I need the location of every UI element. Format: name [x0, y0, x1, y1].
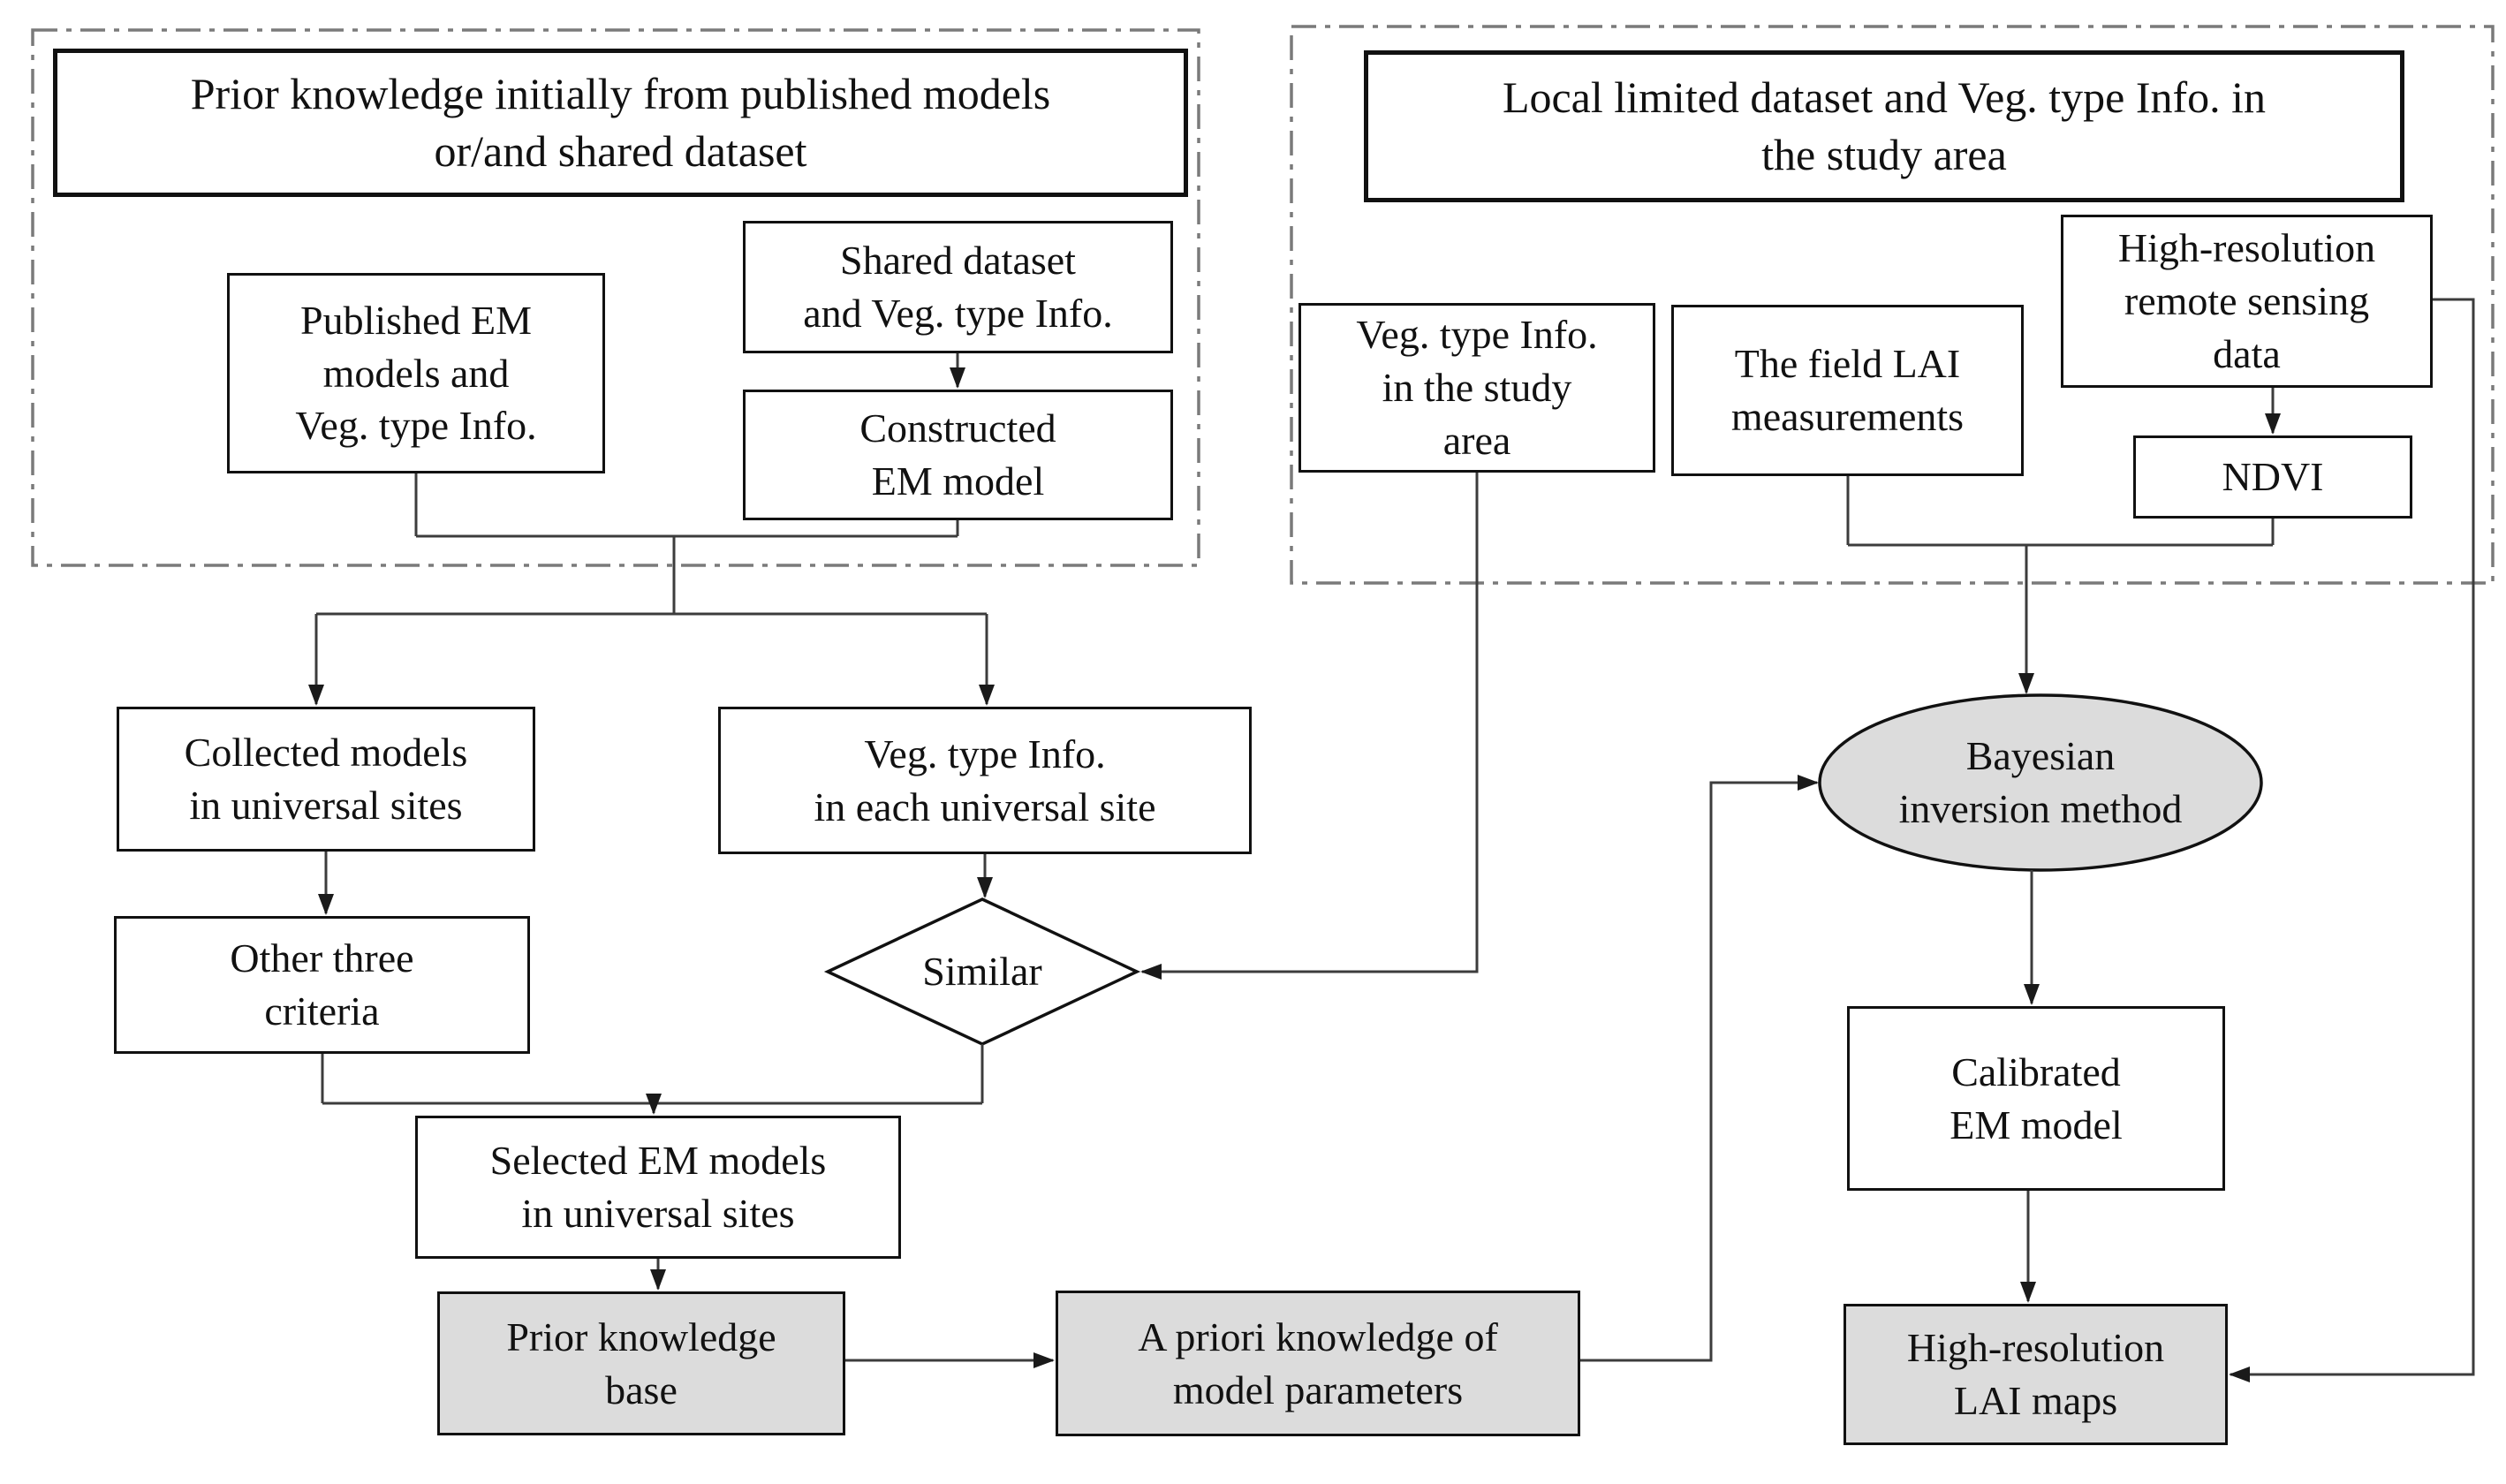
node-high-res-lai-maps: High-resolution LAI maps — [1844, 1304, 2228, 1445]
node-veg-type-universal-site: Veg. type Info. in each universal site — [718, 707, 1252, 854]
node-apriori-knowledge: A priori knowledge of model parameters — [1056, 1291, 1580, 1436]
node-shared-dataset: Shared dataset and Veg. type Info. — [743, 221, 1173, 353]
bayesian-ellipse-shape — [1818, 693, 2263, 872]
edge-apriori-to-bayesian — [1580, 775, 1819, 1362]
node-other-three-criteria: Other three criteria — [114, 916, 530, 1054]
node-calibrated-em-model: Calibrated EM model — [1847, 1006, 2225, 1191]
left-panel-title: Prior knowledge initially from published… — [53, 49, 1188, 197]
left-panel-dashed-border — [31, 28, 1200, 567]
node-veg-type-study-area: Veg. type Info. in the study area — [1298, 303, 1655, 473]
node-constructed-em-model: Constructed EM model — [743, 390, 1173, 520]
node-selected-em-models: Selected EM models in universal sites — [415, 1116, 901, 1259]
edge-veg-study-to-similar — [1140, 473, 1479, 980]
node-published-em-models: Published EM models and Veg. type Info. — [227, 273, 605, 473]
edge-left-panel-merge-split — [316, 473, 987, 616]
node-ndvi: NDVI — [2133, 435, 2412, 519]
node-bayesian-inversion-label: Bayesian inversion method — [1898, 733, 2183, 831]
node-field-lai-measurements: The field LAI measurements — [1671, 305, 2024, 476]
node-similar-decision-label: Similar — [922, 949, 1042, 995]
edge-highres-to-lai-maps — [2229, 298, 2475, 1382]
node-collected-models: Collected models in universal sites — [117, 707, 535, 852]
right-panel-dashed-border — [1290, 25, 2495, 585]
node-high-res-remote-sensing: High-resolution remote sensing data — [2061, 215, 2433, 388]
edge-lai-ndvi-merge — [1846, 476, 2275, 547]
node-prior-knowledge-base: Prior knowledge base — [437, 1291, 845, 1435]
right-panel-title: Local limited dataset and Veg. type Info… — [1364, 50, 2404, 202]
